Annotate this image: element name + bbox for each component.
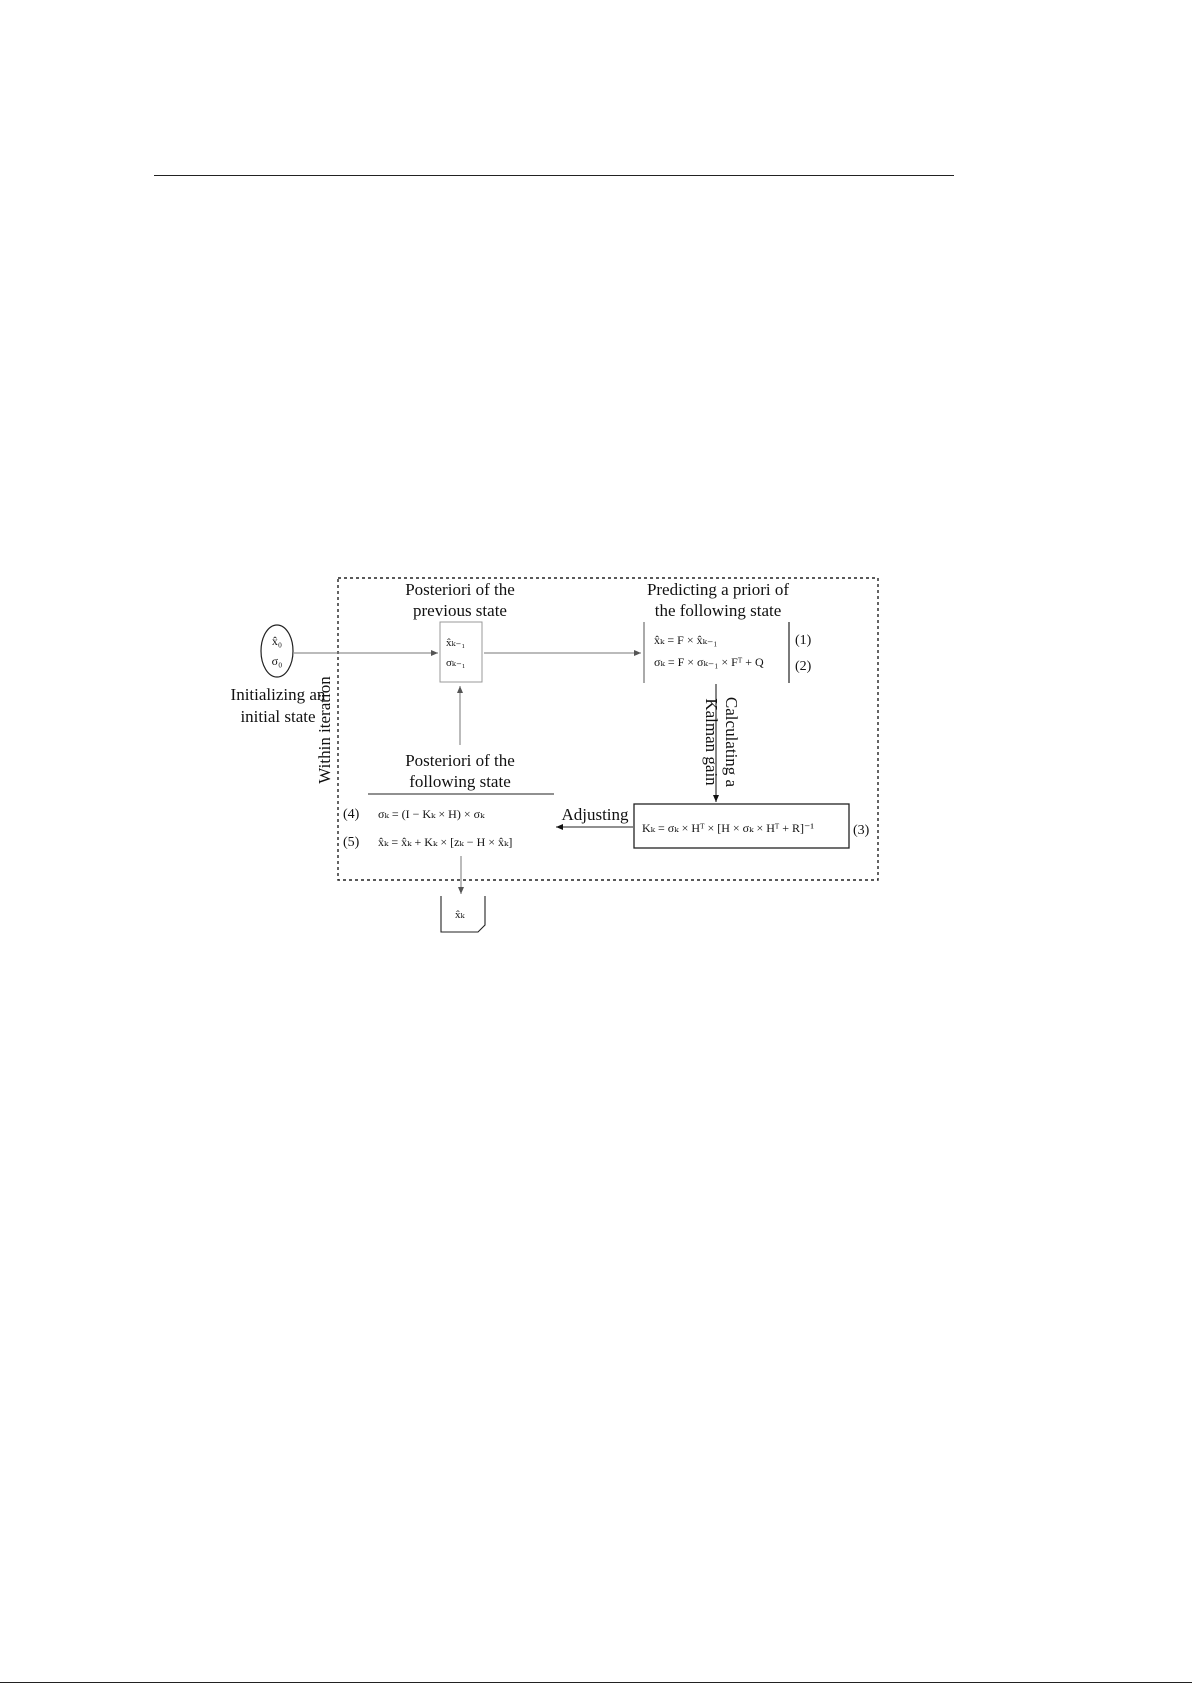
calculating-label-line2: Kalman gain [702, 698, 721, 786]
calculating-label-line1: Calculating a [722, 697, 741, 788]
equation-3: Kₖ = σₖ × Hᵀ × [H × σₖ × Hᵀ + R]⁻¹ [642, 821, 814, 835]
output-x: x̂ₖ [455, 909, 466, 921]
initial-x0: x̂₀ [272, 634, 282, 648]
posteriori-previous-title-line2: previous state [413, 601, 507, 620]
footer-rule [0, 1682, 1192, 1683]
previous-sigma: σₖ₋₁ [446, 657, 466, 669]
initial-state-node [260, 624, 294, 678]
initial-sigma0: σ₀ [272, 654, 283, 668]
output-box [440, 896, 486, 933]
equation-number-5: (5) [343, 835, 360, 850]
initial-state-label-line1: Initializing an [231, 685, 326, 704]
adjusting-label: Adjusting [561, 805, 629, 824]
equation-number-2: (2) [795, 659, 812, 674]
equation-5: x̂ₖ = x̂ₖ + Kₖ × [zₖ − H × x̂ₖ] [378, 835, 512, 849]
predicting-title-line2: the following state [655, 601, 782, 620]
posteriori-following-title-line1: Posteriori of the [405, 751, 515, 770]
equation-4: σₖ = (I − Kₖ × H) × σₖ [378, 807, 485, 821]
kalman-gain-box [633, 803, 850, 849]
equation-1: x̂ₖ = F × x̂ₖ₋₁ [654, 633, 717, 647]
header-rule [154, 175, 954, 176]
equation-number-4: (4) [343, 807, 360, 822]
equation-2: σₖ = F × σₖ₋₁ × Fᵀ + Q [654, 655, 764, 669]
previous-state-box [439, 621, 483, 683]
within-iteration-label: Within iteration [315, 676, 334, 784]
equation-number-3: (3) [853, 823, 870, 838]
predicting-title-line1: Predicting a priori of [647, 580, 789, 599]
iteration-frame [337, 577, 879, 881]
equation-number-1: (1) [795, 633, 812, 648]
initial-state-label-line2: initial state [240, 707, 315, 726]
posteriori-previous-title-line1: Posteriori of the [405, 580, 515, 599]
previous-x: x̂ₖ₋₁ [446, 637, 465, 649]
posteriori-following-title-line2: following state [409, 772, 511, 791]
